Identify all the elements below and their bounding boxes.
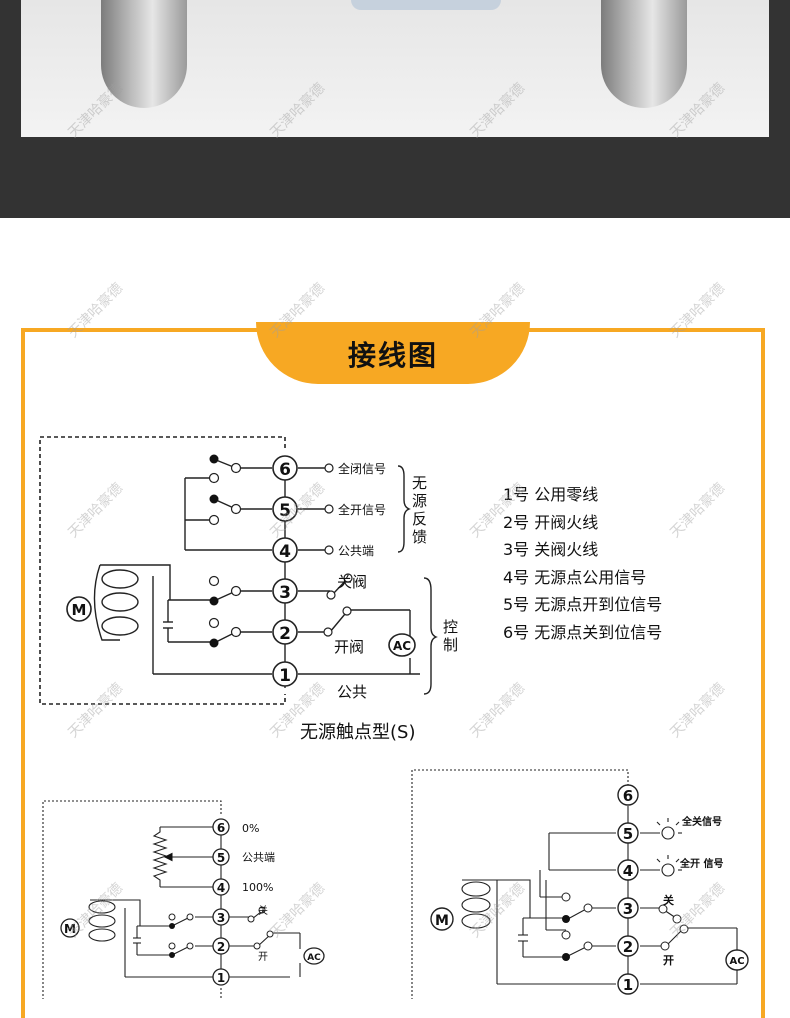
valve-flange-left	[101, 0, 187, 108]
d2-motor: M	[64, 922, 76, 936]
d2-label-100pct: 100%	[242, 881, 273, 894]
d1-terminal-1: 1	[279, 666, 291, 686]
d1-control-char-2: 制	[443, 636, 458, 654]
enclosure-dashed	[39, 436, 286, 705]
d2-terminal-2: 2	[217, 940, 225, 954]
d1-feedback-char-1: 无	[412, 474, 427, 492]
d1-label-common: 公共	[337, 683, 367, 701]
valve-body	[351, 0, 501, 10]
diagram3-terminals: 6 5 4 3 2 1	[617, 784, 639, 995]
legend-item-1: 1号 公用零线	[503, 485, 599, 504]
d3-terminal-3: 3	[623, 900, 633, 918]
d1-feedback-char-3: 反	[412, 510, 427, 528]
diagram1-terminals: 6 5 4 3 2 1	[272, 455, 298, 687]
d1-ac-source: AC	[393, 639, 411, 653]
d3-ac-source: AC	[729, 956, 744, 967]
diagram-full-signal	[411, 769, 738, 999]
d2-terminal-5: 5	[217, 851, 225, 865]
diagram-caption: 无源触点型(S)	[300, 722, 416, 743]
d2-label-common: 公共端	[242, 851, 275, 864]
d1-terminal-4: 4	[279, 542, 291, 562]
d3-terminal-4: 4	[623, 862, 633, 880]
product-photo-strip	[0, 0, 790, 218]
d1-feedback-char-4: 馈	[412, 528, 427, 546]
d3-terminal-6: 6	[623, 787, 633, 805]
d3-motor: M	[435, 913, 449, 929]
d2-terminal-1: 1	[217, 971, 225, 985]
d3-label-all-open: 全开 信号	[679, 857, 723, 870]
legend-item-5: 5号 无源点开到位信号	[503, 595, 663, 615]
legend-item-4: 4号 无源点公用信号	[503, 567, 647, 587]
d2-label-open: 开	[258, 952, 268, 963]
diagram-passive-contact	[39, 436, 438, 705]
diagram1-contacts	[208, 454, 353, 648]
d2-terminal-4: 4	[217, 881, 225, 895]
legend-item-2: 2号 开阀火线	[503, 512, 599, 532]
d1-control-char-1: 控	[443, 618, 458, 636]
d2-ac-source: AC	[307, 953, 321, 963]
d1-label-open-signal: 全开信号	[338, 502, 386, 517]
d1-label-close-valve: 关阀	[337, 573, 367, 591]
legend-item-6: 6号 无源点关到位信号	[503, 622, 663, 642]
d2-label-0pct: 0%	[242, 822, 259, 835]
d1-label-common-terminal: 公共端	[338, 544, 374, 558]
d1-terminal-3: 3	[279, 583, 291, 603]
d1-label-open-valve: 开阀	[334, 638, 364, 656]
panel-title: 接线图	[347, 339, 438, 372]
d2-terminal-3: 3	[217, 911, 225, 925]
d1-terminal-5: 5	[279, 501, 291, 521]
product-photo	[21, 0, 769, 137]
diagram-potentiometer	[42, 800, 301, 999]
diagram3-contacts	[561, 892, 689, 961]
d3-label-open: 开	[663, 954, 674, 967]
indicator-lamp-open	[656, 855, 682, 877]
diagram2-contacts	[168, 906, 274, 958]
diagram2-terminals: 6 5 4 3 2 1	[212, 818, 230, 986]
d3-terminal-2: 2	[623, 938, 633, 956]
d3-terminal-1: 1	[623, 976, 633, 994]
d1-feedback-char-2: 源	[412, 492, 427, 510]
d1-motor: M	[72, 601, 87, 619]
d2-label-close: 关	[258, 904, 268, 917]
terminal-legend: 1号 公用零线 2号 开阀火线 3号 关阀火线 4号 无源点公用信号 5号 无源…	[503, 484, 662, 650]
valve-flange-right	[601, 0, 687, 108]
title-tab	[256, 322, 530, 384]
d3-label-close: 关	[663, 893, 674, 907]
d3-label-all-close: 全关信号	[681, 815, 722, 828]
d1-terminal-2: 2	[279, 624, 291, 644]
indicator-lamp-close	[656, 818, 682, 840]
d2-terminal-6: 6	[217, 821, 225, 835]
d3-terminal-5: 5	[623, 825, 633, 843]
d1-terminal-6: 6	[279, 460, 291, 480]
legend-item-3: 3号 关阀火线	[503, 540, 599, 560]
d1-label-close-signal: 全闭信号	[338, 461, 386, 476]
